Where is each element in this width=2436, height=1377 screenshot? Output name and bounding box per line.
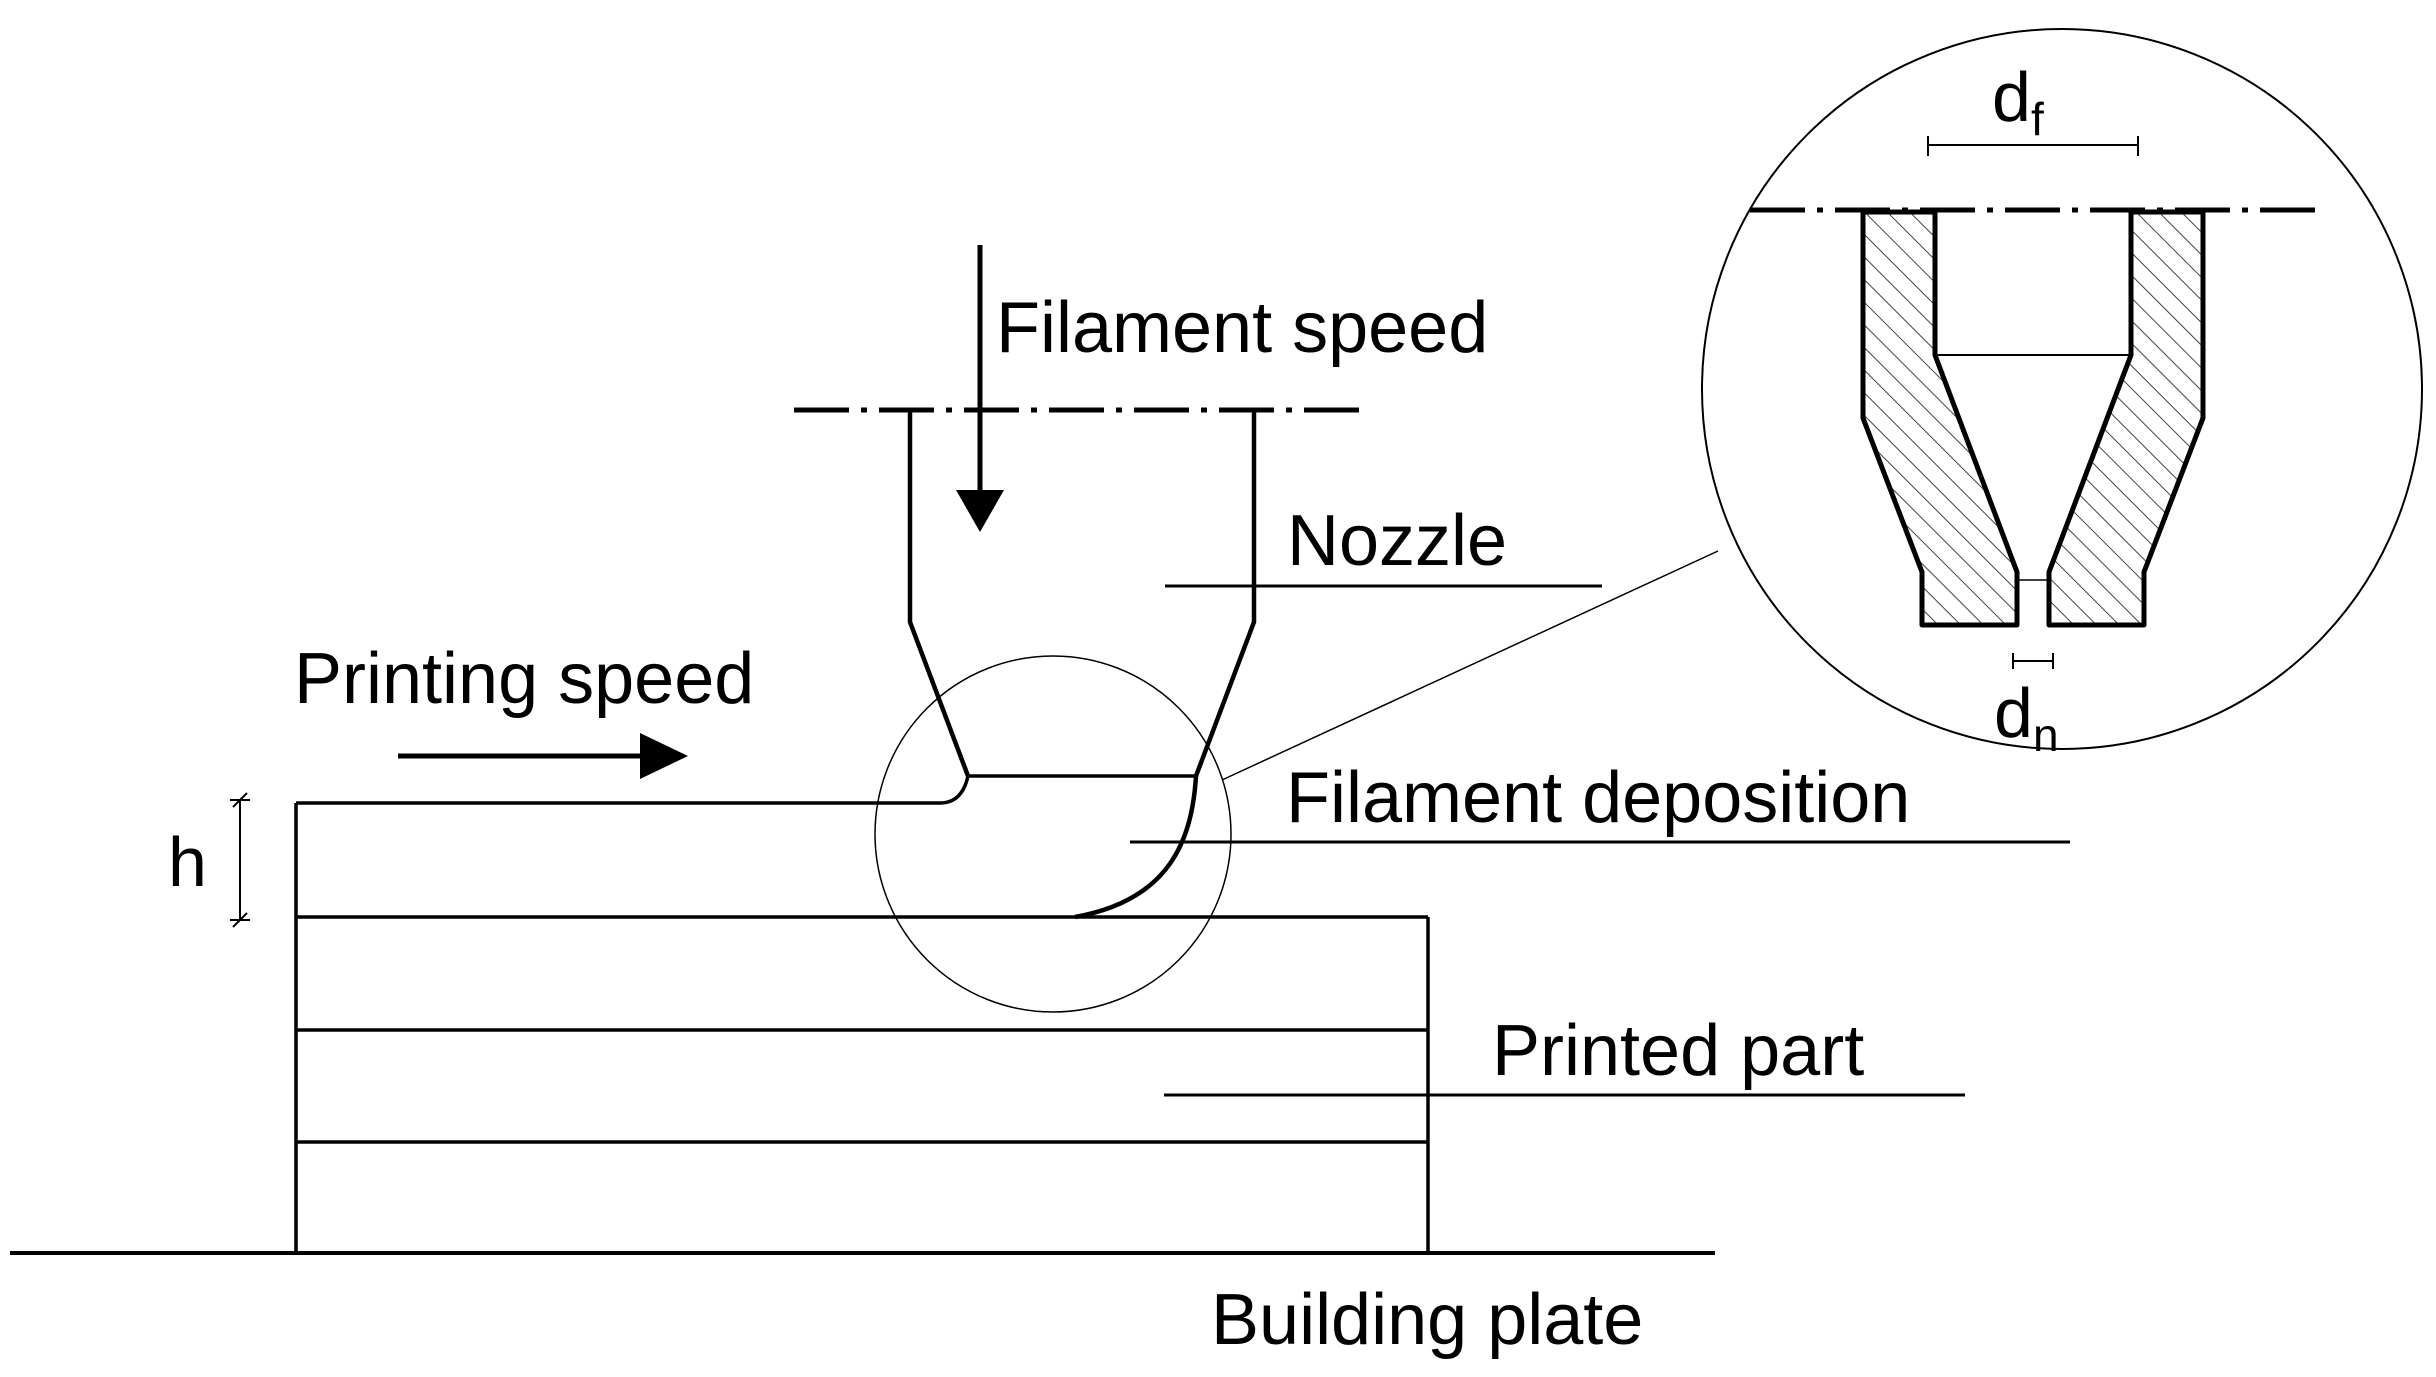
printed-part bbox=[294, 915, 1430, 1253]
filament-speed-arrow bbox=[956, 245, 1004, 532]
filament-deposition-label: Filament deposition bbox=[1286, 758, 1910, 838]
printed-part-label: Printed part bbox=[1492, 1011, 1864, 1091]
nozzle-label: Nozzle bbox=[1287, 501, 1507, 581]
df-dimension bbox=[1927, 136, 2139, 156]
filament-speed-label: Filament speed bbox=[996, 288, 1488, 368]
dn-dimension bbox=[2012, 653, 2054, 669]
deposited-layer bbox=[294, 774, 1199, 920]
layer-height-dimension bbox=[230, 792, 250, 928]
detail-marker-circle bbox=[874, 655, 1232, 1013]
df-label: df bbox=[1992, 58, 2044, 145]
nozzle-outline bbox=[794, 407, 1368, 777]
nozzle-cross-section bbox=[1750, 207, 2318, 628]
layer-height-label: h bbox=[168, 823, 207, 901]
dn-label: dn bbox=[1994, 674, 2059, 761]
building-plate-label: Building plate bbox=[1211, 1280, 1643, 1360]
detail-view-circle bbox=[1701, 28, 2423, 750]
printing-speed-arrow bbox=[398, 733, 688, 779]
printing-speed-label: Printing speed bbox=[294, 639, 754, 719]
detail-connector bbox=[1221, 550, 1719, 781]
